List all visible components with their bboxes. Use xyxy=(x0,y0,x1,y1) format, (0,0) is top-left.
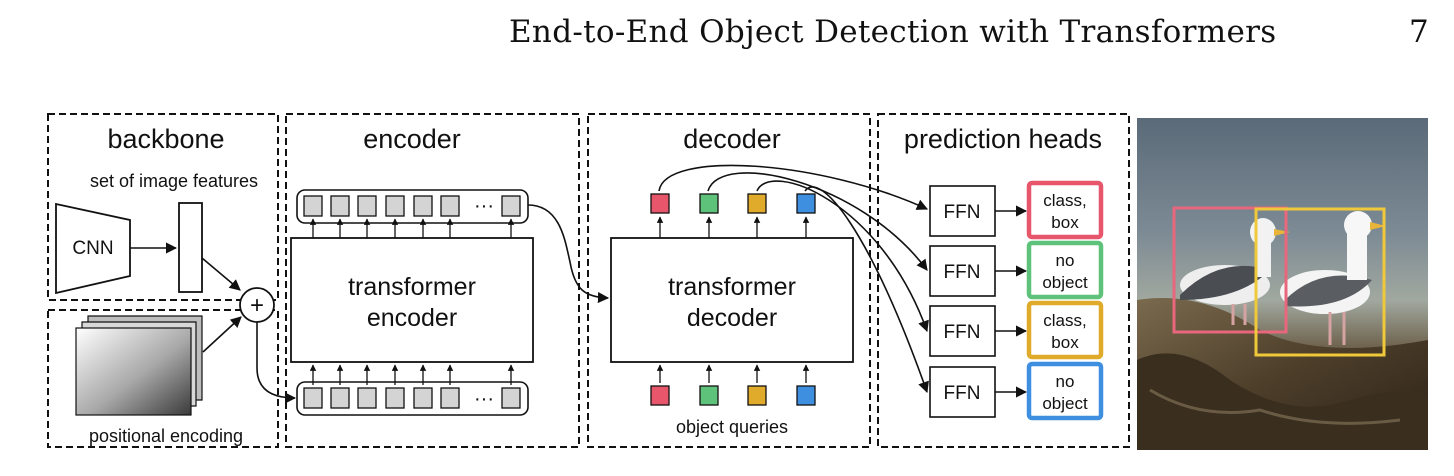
prediction-output-box xyxy=(1026,180,1104,240)
plus-symbol: + xyxy=(250,292,264,319)
prediction-line2: object xyxy=(1042,394,1088,413)
gull-right xyxy=(1280,211,1386,345)
encoder-input-tokens xyxy=(303,387,521,409)
prediction-line1: no xyxy=(1056,251,1075,270)
encoder-input-token xyxy=(385,387,405,409)
decoder-to-ffn-arrows xyxy=(658,164,929,394)
transformer-decoder-block xyxy=(610,237,854,363)
features-to-plus-arrow xyxy=(201,257,241,291)
feature-map xyxy=(178,202,203,293)
heads-section xyxy=(877,113,1130,448)
encoder-input-token xyxy=(413,387,433,409)
cnn-label: CNN xyxy=(72,238,113,259)
encoder-to-decoder-arrow xyxy=(527,204,610,304)
prediction-line2: object xyxy=(1042,273,1088,292)
encoder-section xyxy=(285,113,580,448)
encoder-output-tokens xyxy=(303,195,521,217)
prediction-line2: box xyxy=(1051,213,1079,232)
ffn-box xyxy=(929,366,996,418)
prediction-line2: box xyxy=(1051,333,1079,352)
prediction-output-box xyxy=(1026,300,1104,360)
object-query-token xyxy=(699,385,719,406)
ffn-label: FFN xyxy=(944,202,981,223)
backbone-section xyxy=(47,113,279,301)
plus-to-encoder-input-arrow xyxy=(256,322,297,404)
encoder-input-token xyxy=(303,387,323,409)
pos-to-plus-arrow xyxy=(202,316,242,353)
decoder-output-token xyxy=(699,193,719,214)
prediction-line1: class, xyxy=(1043,311,1086,330)
object-query-token xyxy=(796,385,816,406)
object-query-token xyxy=(650,385,670,406)
heads-title: prediction heads xyxy=(904,124,1102,154)
watermark: CSDN @Cary丿Xin xyxy=(1310,454,1419,468)
encoder-arrows xyxy=(309,218,515,385)
encoder-top-row xyxy=(296,189,529,224)
encoder-output-token xyxy=(357,195,377,217)
prediction-output-box xyxy=(1026,240,1104,300)
prediction-line1: class, xyxy=(1043,191,1086,210)
decoder-tokens xyxy=(650,193,816,406)
encoder-block-line2: encoder xyxy=(367,304,457,332)
encoder-output-token xyxy=(501,195,521,217)
decoder-block-line2: decoder xyxy=(687,304,777,332)
backbone-title: backbone xyxy=(107,124,224,154)
encoder-output-token xyxy=(330,195,350,217)
page-title: End-to-End Object Detection with Transfo… xyxy=(509,14,1277,50)
decoder-output-token xyxy=(747,193,767,214)
encoder-bottom-ellipsis: ··· xyxy=(474,388,494,410)
encoder-input-token xyxy=(357,387,377,409)
detection-box-2 xyxy=(1254,207,1386,357)
positional-label: positional encoding xyxy=(89,426,243,446)
object-query-token xyxy=(747,385,767,406)
object-queries-label: object queries xyxy=(676,417,788,437)
detection-photo xyxy=(1137,118,1428,450)
positional-section xyxy=(47,309,279,448)
encoder-output-token xyxy=(385,195,405,217)
transformer-encoder-block xyxy=(290,237,534,363)
decoder-block-line1: transformer xyxy=(668,273,796,301)
encoder-block-line1: transformer xyxy=(348,273,476,301)
page-number: 7 xyxy=(1409,14,1429,50)
ffn-label: FFN xyxy=(944,383,981,404)
detection-box-1 xyxy=(1172,206,1288,334)
encoder-output-token xyxy=(303,195,323,217)
decoder-output-token xyxy=(796,193,816,214)
encoder-input-token xyxy=(440,387,460,409)
decoder-output-token xyxy=(650,193,670,214)
encoder-top-ellipsis: ··· xyxy=(474,195,494,217)
encoder-input-token xyxy=(330,387,350,409)
prediction-heads: FFNclass,boxFFNnoobjectFFNclass,boxFFNno… xyxy=(929,180,1104,421)
encoder-input-token xyxy=(501,387,521,409)
cnn-trapezoid xyxy=(55,202,131,295)
ffn-label: FFN xyxy=(944,262,981,283)
ffn-box xyxy=(929,305,996,357)
encoder-output-token xyxy=(413,195,433,217)
decoder-title: decoder xyxy=(683,124,781,154)
encoder-title: encoder xyxy=(363,124,461,154)
ffn-label: FFN xyxy=(944,322,981,343)
prediction-output-box xyxy=(1026,361,1104,421)
encoder-bottom-row xyxy=(296,381,529,416)
features-label: set of image features xyxy=(90,171,258,191)
positional-encoding-stack xyxy=(75,315,203,416)
encoder-output-token xyxy=(440,195,460,217)
prediction-line1: no xyxy=(1056,372,1075,391)
ffn-box xyxy=(929,185,996,237)
